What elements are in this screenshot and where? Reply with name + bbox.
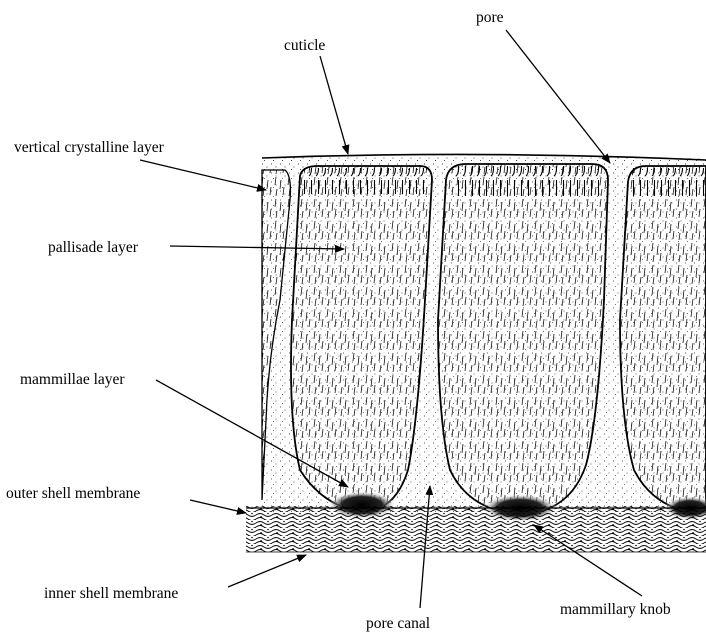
column-3 bbox=[620, 166, 706, 520]
outer-shell-membrane-arrow bbox=[190, 500, 246, 513]
label-inner-shell-membrane: inner shell membrane bbox=[44, 585, 178, 602]
cuticle-arrow bbox=[320, 56, 348, 154]
label-cuticle: cuticle bbox=[284, 37, 325, 54]
label-mammillary-knob: mammillary knob bbox=[560, 601, 671, 618]
shell-membranes bbox=[246, 506, 706, 552]
label-mammillae-layer: mammillae layer bbox=[20, 371, 125, 388]
column-2 bbox=[438, 164, 608, 522]
label-pallisade-layer: pallisade layer bbox=[48, 239, 139, 256]
vertical-crystalline-layer-arrow bbox=[140, 160, 266, 190]
label-vertical-crystalline-layer: vertical crystalline layer bbox=[14, 139, 165, 156]
label-pore: pore bbox=[476, 9, 504, 26]
inner-shell-membrane-arrow bbox=[228, 555, 306, 587]
pore-arrow bbox=[506, 30, 610, 163]
label-pore-canal: pore canal bbox=[366, 615, 430, 632]
label-outer-shell-membrane: outer shell membrane bbox=[6, 485, 140, 502]
